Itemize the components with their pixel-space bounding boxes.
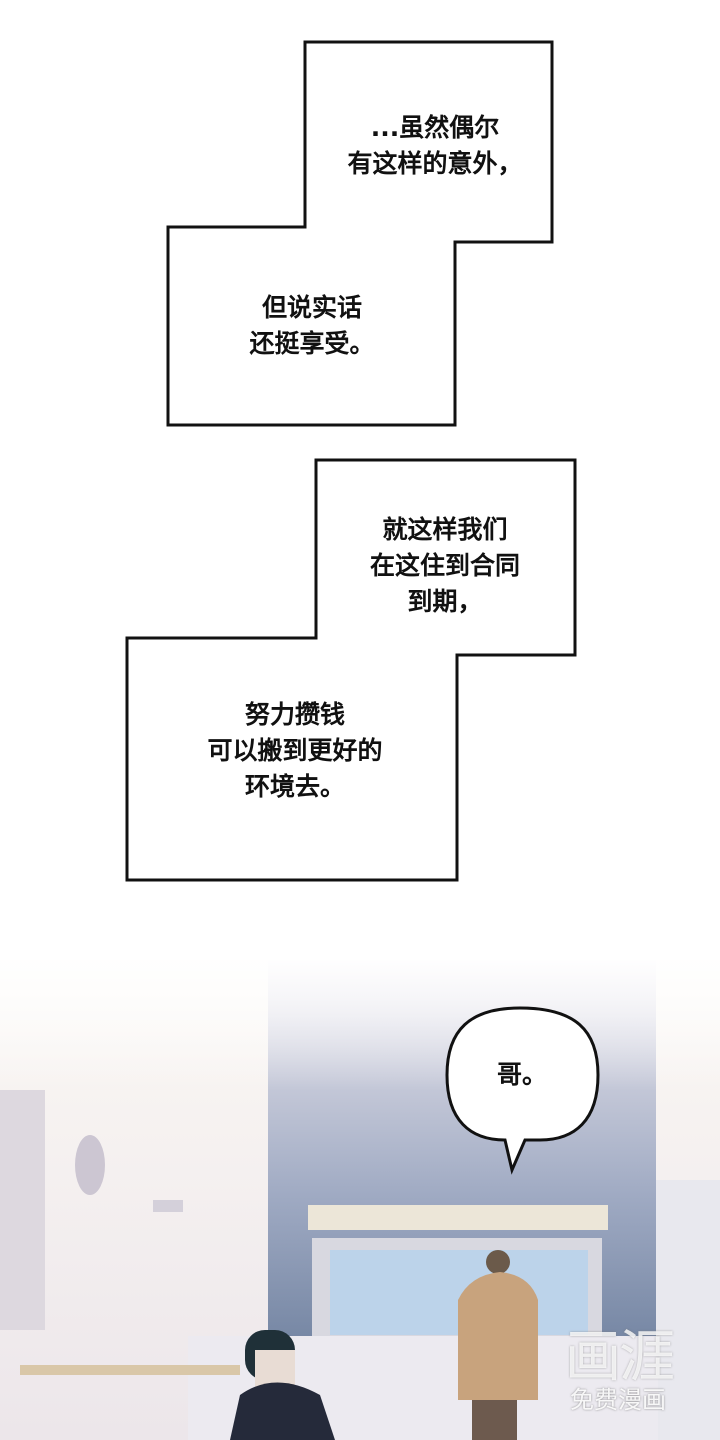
caption-line: 就这样我们 [382,515,508,544]
watermark-tagline: 免费漫画 [570,1386,666,1414]
caption-box-1 [166,40,554,427]
caption-4: 努力攒钱 可以搬到更好的 环境去。 [180,697,410,805]
caption-line: 可以搬到更好的 [207,736,383,765]
caption-line: 在这住到合同 [369,551,520,580]
wall-clock [75,1135,105,1195]
caption-frames [125,40,577,882]
caption-line: 到期， [407,587,483,616]
watermark-logo: 画涯 [565,1325,675,1390]
fridge [656,1180,720,1440]
man-standing-pants [472,1400,517,1440]
man-seated-shirt [230,1382,335,1440]
caption-line: 努力攒钱 [244,700,345,729]
man-standing-head [486,1250,510,1274]
caption-line: 但说实话 [261,293,362,322]
caption-box-2 [125,458,577,882]
range-hood [308,1205,608,1230]
caption-line: ...虽然偶尔 [370,113,500,142]
caption-1: ...虽然偶尔 有这样的意外， [330,110,540,182]
caption-line: 环境去。 [244,772,345,801]
scene-fade [0,950,720,1090]
caption-2: 但说实话 还挺享受。 [222,290,402,362]
blinds [0,1090,45,1330]
table [20,1365,240,1375]
speech-bubble-text: 哥。 [496,1060,547,1089]
caption-line: 还挺享受。 [249,329,375,358]
hook-rack [153,1200,183,1212]
caption-line: 有这样的意外， [347,149,523,178]
man-standing-sweater [458,1272,538,1400]
caption-3: 就这样我们 在这住到合同 到期， [340,512,550,620]
